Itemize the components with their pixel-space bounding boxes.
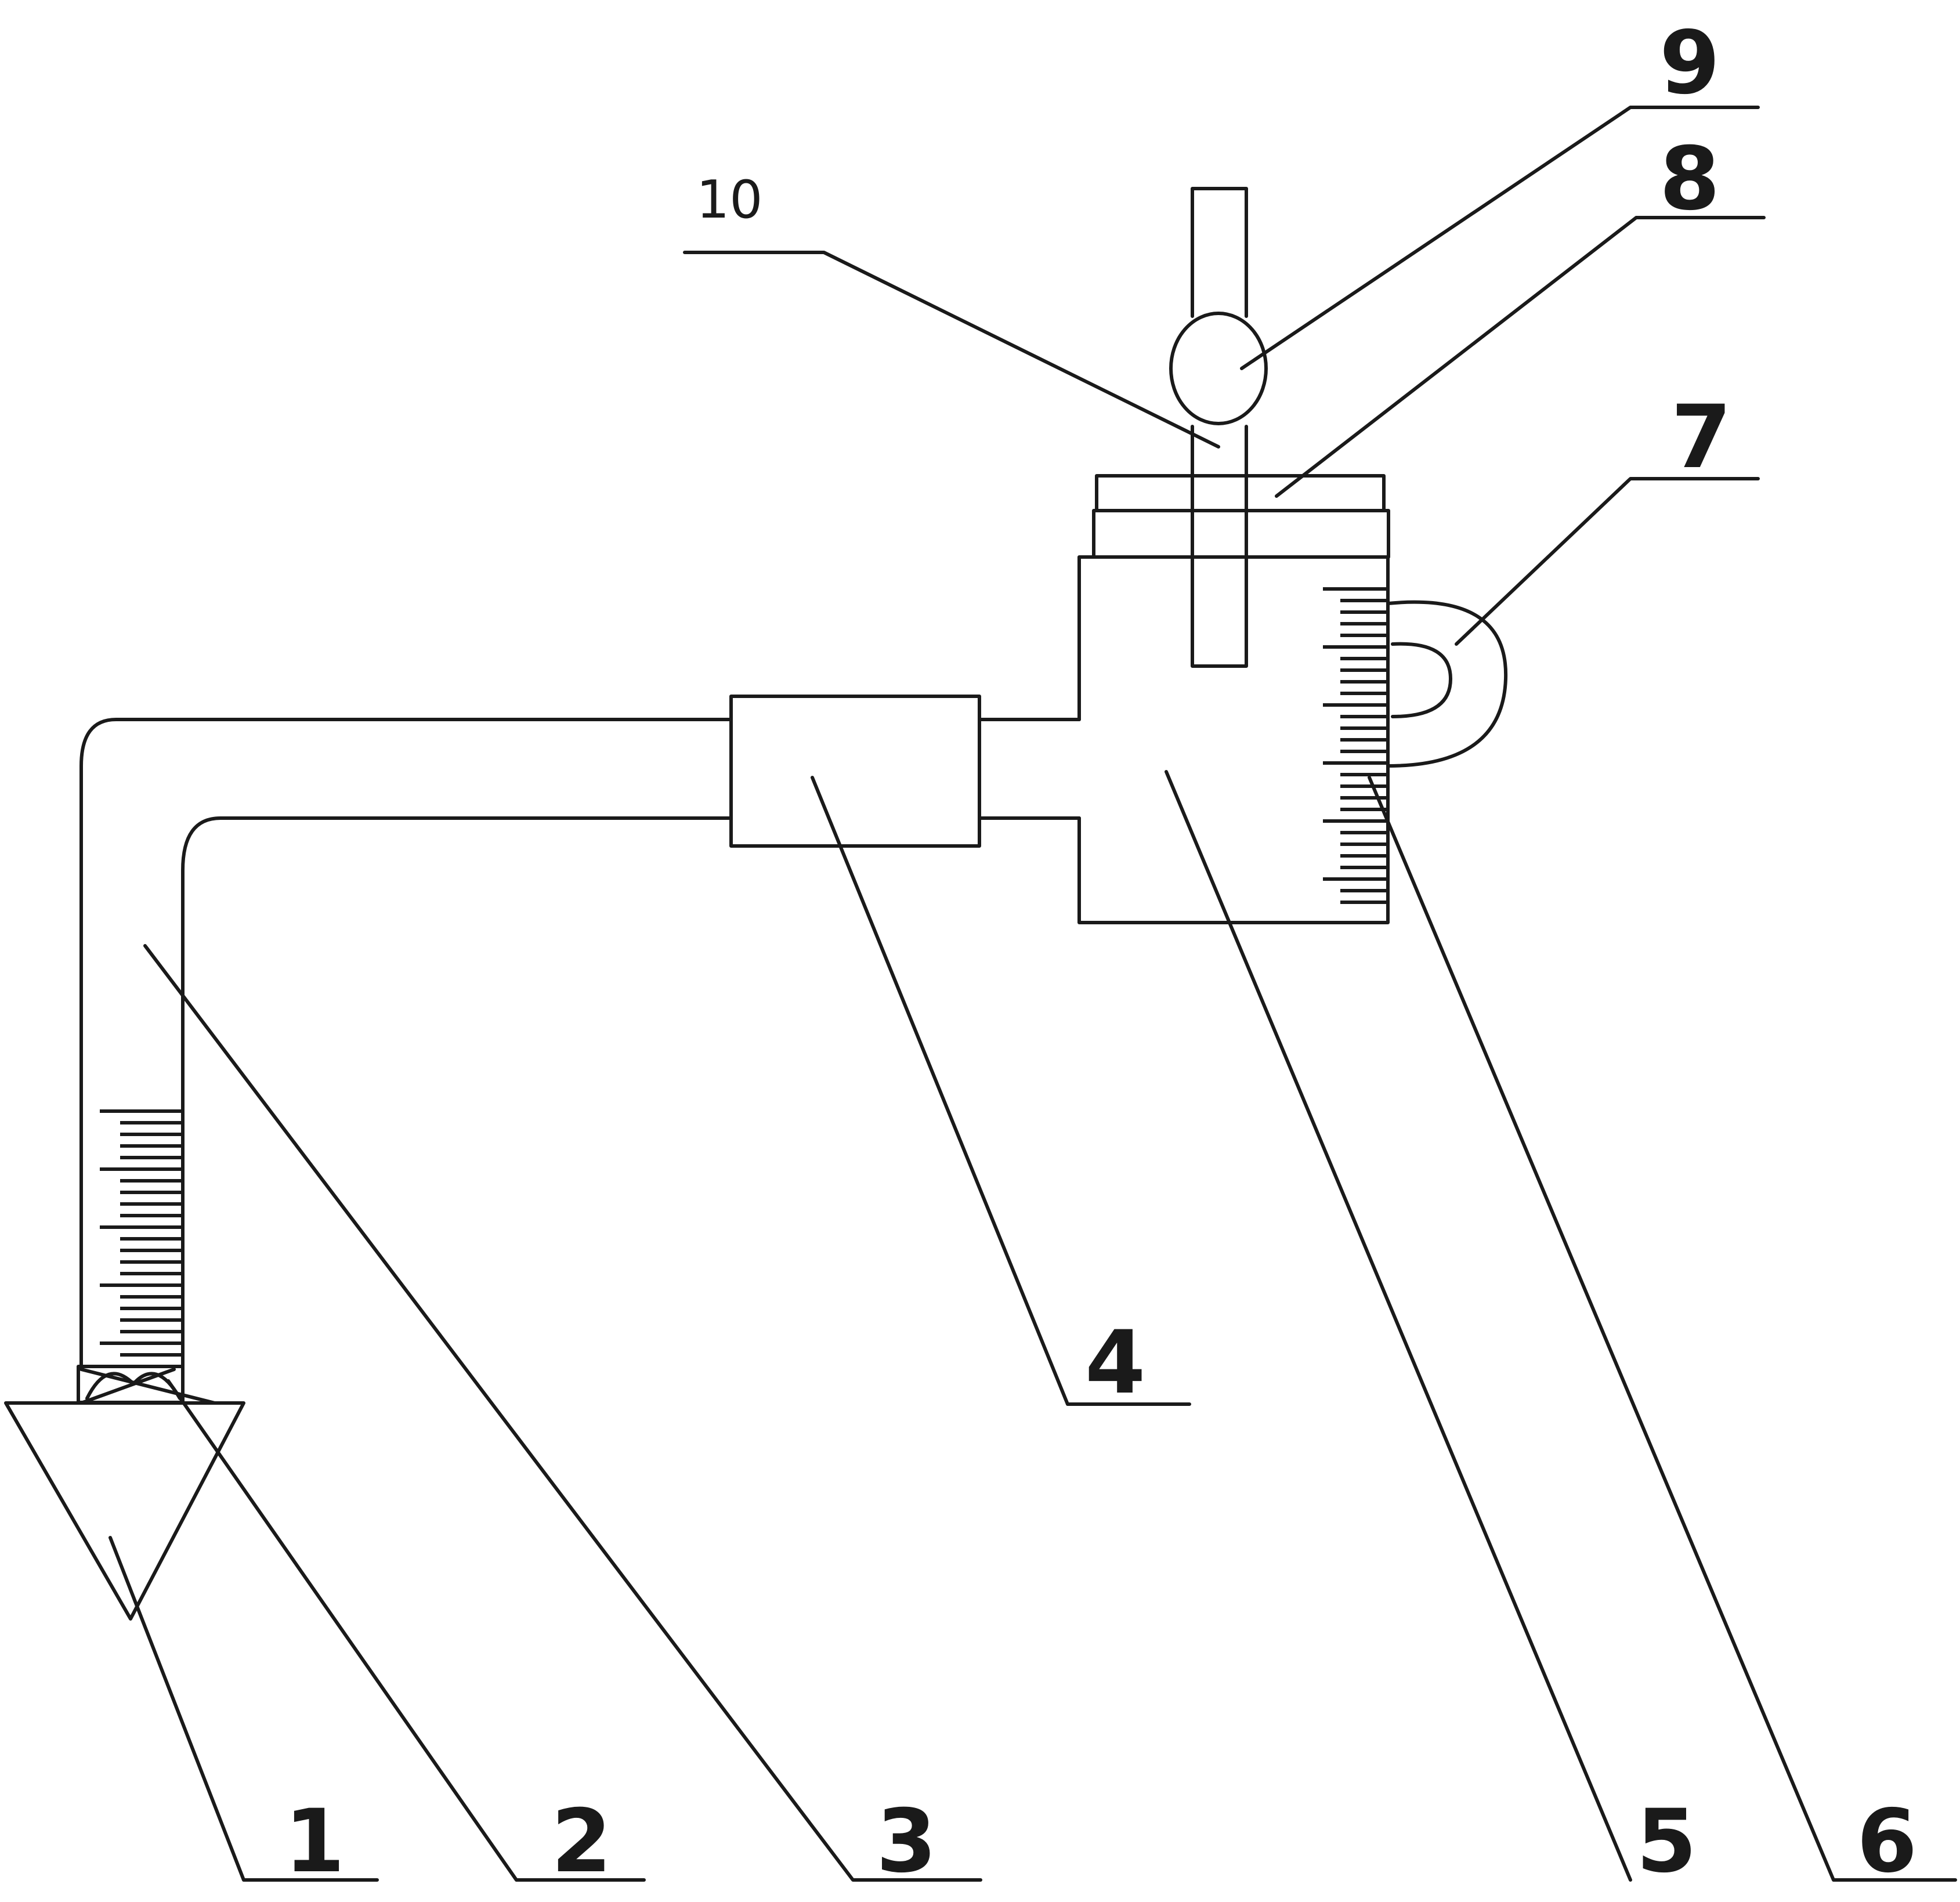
cover-plate bbox=[1095, 474, 1386, 512]
label-8: 8 bbox=[1659, 129, 1720, 230]
connecting-tube bbox=[978, 718, 1081, 820]
container-scale bbox=[1323, 587, 1387, 904]
label-10: 10 bbox=[696, 169, 763, 230]
label-2: 2 bbox=[551, 1791, 612, 1892]
label-5: 5 bbox=[1636, 1791, 1697, 1892]
funnel-cone bbox=[4, 1368, 245, 1621]
label-3: 3 bbox=[876, 1791, 936, 1892]
label-1: 1 bbox=[284, 1791, 345, 1892]
spherical-valve bbox=[1169, 312, 1268, 425]
graduated-bent-tube bbox=[79, 718, 733, 1368]
seal-ring bbox=[77, 1365, 185, 1404]
label-4: 4 bbox=[1085, 1312, 1145, 1413]
label-7: 7 bbox=[1671, 387, 1731, 488]
label-9: 9 bbox=[1659, 13, 1720, 114]
coupling-sleeve bbox=[729, 695, 981, 848]
ring-handle bbox=[1386, 600, 1508, 768]
label-6: 6 bbox=[1857, 1791, 1917, 1892]
leader-lines bbox=[109, 106, 1957, 1882]
valve-stem bbox=[1191, 187, 1248, 668]
tube-scale bbox=[100, 1109, 181, 1357]
